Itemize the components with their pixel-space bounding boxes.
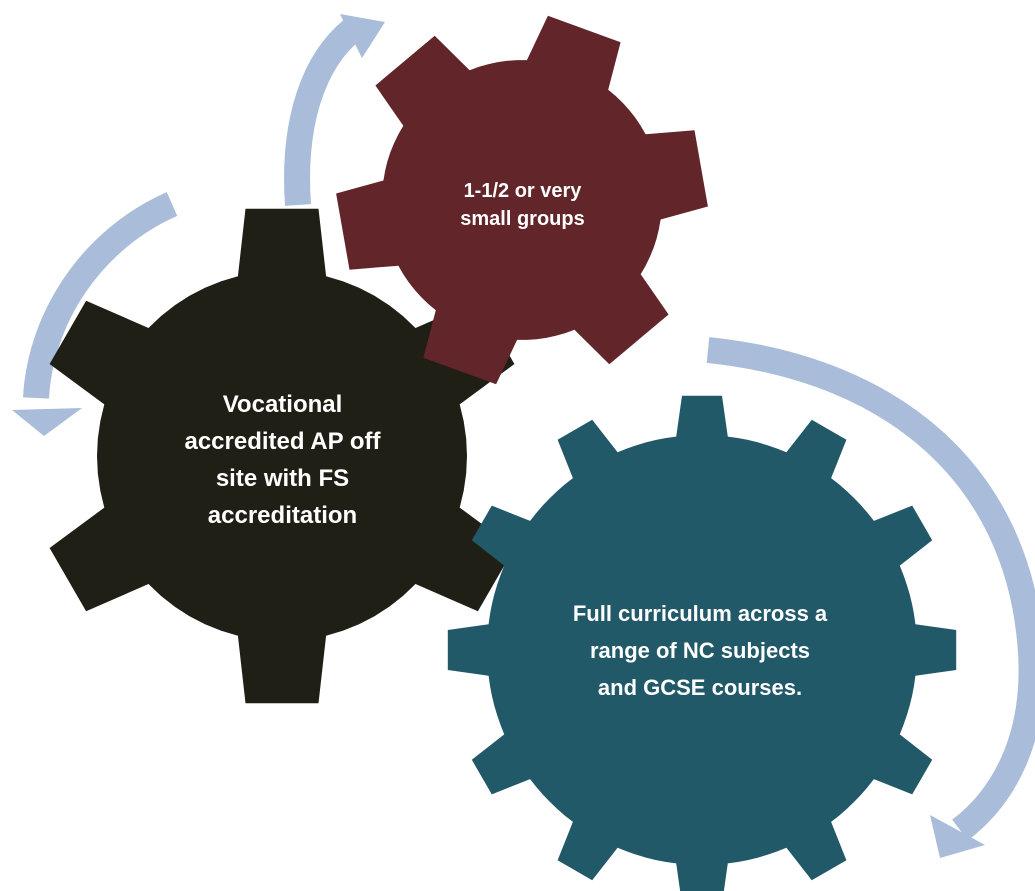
gears-layer [49,15,957,891]
arrow-down-left [12,192,178,436]
gear-label-vocational: Vocational accredited AP off site with F… [184,391,381,529]
cycle-arrows [12,14,1035,858]
gear-full-curriculum [447,395,957,891]
arrow-up-to-small-groups-head [340,14,385,58]
gear-label-small-groups: 1-1/2 or very small groups [460,180,585,230]
gear-small-groups [336,15,708,385]
arrow-right-curve-head [930,815,985,858]
gear-label-full-curriculum: Full curriculum across a range of NC sub… [572,600,828,700]
arrow-up-to-small-groups-shaft [284,19,361,206]
arrow-right-curve [706,337,1035,858]
gear-vocational [49,208,515,704]
arrow-right-curve-shaft [706,337,1035,841]
arrow-down-left-shaft [23,192,178,399]
arrow-up-to-small-groups [284,14,385,206]
arrow-down-left-head [12,408,82,436]
